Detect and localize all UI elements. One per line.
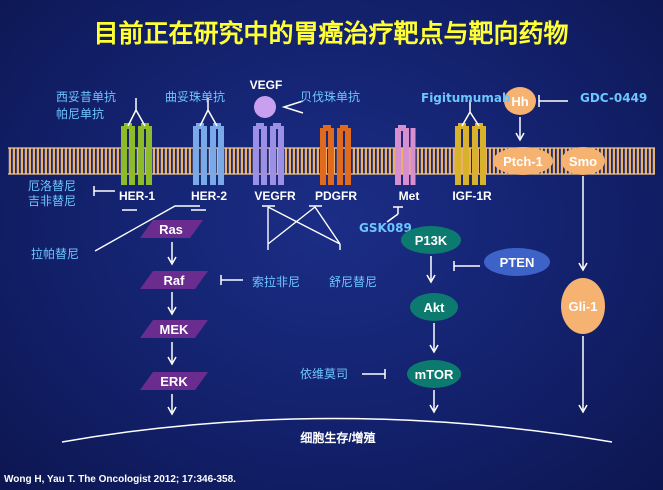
vegfr-label: VEGFR [254, 189, 296, 203]
cetuximab-label: 西妥昔单抗 [56, 89, 116, 104]
ptch1-label: Ptch-1 [503, 154, 543, 169]
ras-node [140, 220, 203, 238]
akt-node [410, 293, 458, 321]
sunitinib-label: 舒尼替尼 [329, 275, 377, 289]
pi3k-label: P13K [415, 233, 448, 248]
gefitinib-label: 吉非替尼 [28, 194, 76, 208]
smo-label: Smo [569, 154, 597, 169]
pi3k-node [401, 226, 461, 254]
ras-pathway: Ras Raf MEK ERK [140, 220, 208, 416]
receptor-her2 [193, 98, 224, 185]
mek-node [140, 320, 208, 338]
vegf-ligand [254, 96, 276, 118]
mtor-node [407, 360, 461, 388]
raf-label: Raf [164, 273, 186, 288]
mtor-label: mTOR [415, 367, 454, 382]
receptor-her1 [121, 98, 152, 185]
erlotinib-label: 厄洛替尼 [28, 178, 76, 193]
gsk089-label: GSK089 [359, 221, 412, 235]
slide-title: 目前正在研究中的胃癌治疗靶点与靶向药物 [93, 19, 568, 48]
bevacizumab-antibody [281, 100, 304, 114]
her2-label: HER-2 [191, 189, 227, 203]
gli1-node [561, 278, 605, 334]
raf-node [140, 271, 208, 289]
ras-label: Ras [159, 222, 183, 237]
outcome-arc [61, 417, 613, 443]
akt-label: Akt [424, 300, 446, 315]
hh-ligand [504, 87, 536, 115]
panitumumab-label: 帕尼单抗 [56, 106, 104, 121]
hh-label: Hh [511, 94, 528, 109]
bevacizumab-label: 贝伐珠单抗 [300, 89, 360, 104]
pdgfr-label: PDGFR [315, 189, 357, 203]
gdc0449-label: GDC-0449 [580, 91, 647, 105]
pten-label: PTEN [500, 255, 535, 270]
everolimus-label: 依维莫司 [300, 366, 348, 381]
receptor-met [395, 125, 416, 185]
pi3k-pathway: P13K Akt mTOR [401, 226, 461, 414]
lapatinib-label: 拉帕替尼 [31, 246, 79, 261]
erk-label: ERK [160, 374, 188, 389]
outcome-label: 细胞生存/增殖 [300, 430, 375, 445]
trastuzumab-label: 曲妥珠单抗 [165, 89, 225, 104]
receptor-pdgfr [320, 125, 351, 185]
receptor-vegfr [253, 123, 284, 185]
igf1r-label: IGF-1R [452, 189, 492, 203]
sorafenib-sunitinib-lines [267, 206, 341, 250]
sorafenib-label: 索拉非尼 [252, 274, 300, 289]
smo-node [561, 147, 605, 175]
figitumumab-label: Figitumumab [421, 91, 511, 105]
receptor-igf1r [455, 100, 486, 185]
citation: Wong H, Yau T. The Oncologist 2012; 17:3… [4, 474, 236, 485]
pten-node [484, 248, 550, 276]
her1-label: HER-1 [119, 189, 155, 203]
mek-label: MEK [160, 322, 190, 337]
erk-node [140, 372, 208, 390]
ptch1-node [493, 147, 553, 175]
met-label: Met [399, 189, 420, 203]
gli1-label: Gli-1 [569, 299, 598, 314]
lapatinib-line [94, 205, 200, 252]
vegf-label: VEGF [250, 78, 283, 92]
